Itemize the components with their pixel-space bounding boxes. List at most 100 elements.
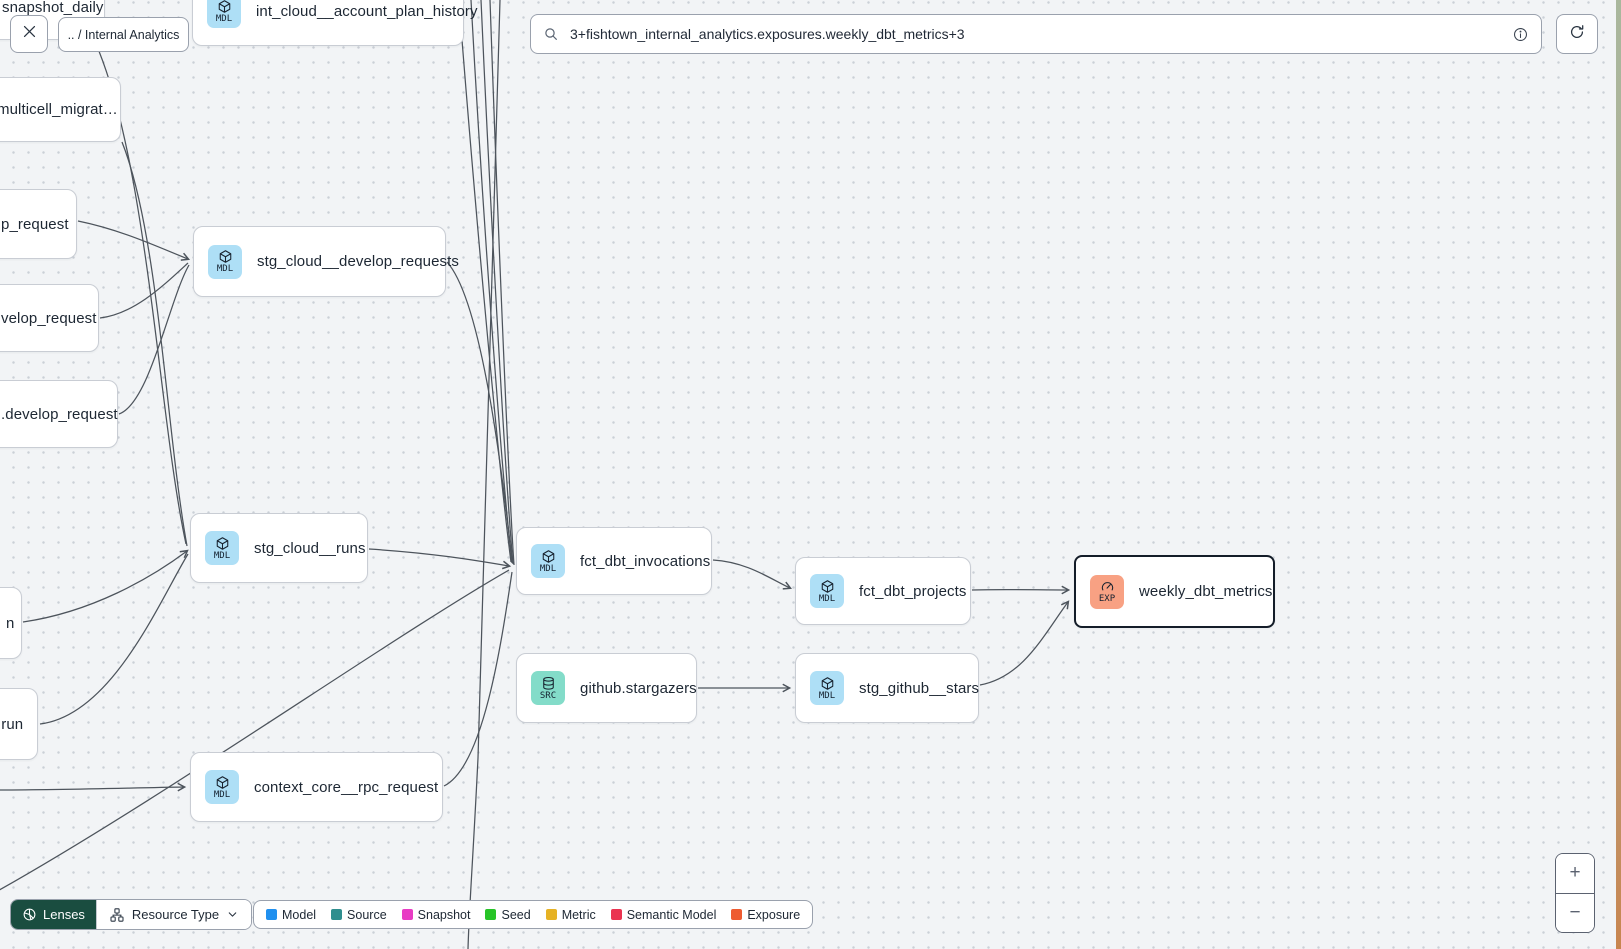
search-input[interactable] <box>568 25 1503 43</box>
node-label: stg_cloud__develop_requests <box>257 253 460 270</box>
refresh-icon <box>1568 23 1586 46</box>
legend-item-model: Model <box>266 908 316 922</box>
model-badge: MDL <box>810 671 844 705</box>
legend-label: Exposure <box>747 907 801 922</box>
exposure-badge: EXP <box>1090 574 1124 609</box>
close-button[interactable] <box>10 15 48 53</box>
node-develop_request_1[interactable]: p_request <box>0 189 77 259</box>
node-label: fct_dbt_invocations <box>580 552 711 570</box>
resource-type-button[interactable]: Resource Type <box>95 900 252 929</box>
legend-label: Snapshot <box>417 907 471 922</box>
chevron-down-icon <box>226 908 239 921</box>
legend-swatch <box>266 909 277 920</box>
badge-label: MDL <box>539 563 557 574</box>
legend-item-seed: Seed <box>485 907 531 922</box>
legend-item-snapshot: Snapshot <box>401 907 471 922</box>
legend-swatch <box>401 909 413 920</box>
model-icon <box>541 549 556 564</box>
node-label: int_cloud__account_plan_history <box>256 2 478 20</box>
node-label: weekly_dbt_metrics <box>1139 583 1273 600</box>
info-icon[interactable] <box>1512 26 1529 43</box>
node-weekly_dbt_metrics[interactable]: EXP weekly_dbt_metrics <box>1074 555 1275 628</box>
node-label: .run <box>0 715 24 733</box>
node-label: p_request <box>1 215 69 233</box>
search-bar <box>530 14 1542 54</box>
exposure-icon <box>1100 579 1115 594</box>
model-icon <box>215 775 230 790</box>
badge-label: MDL <box>216 264 234 274</box>
zoom-controls: + − <box>1555 853 1595 933</box>
lenses-label: Lenses <box>43 907 85 922</box>
model-badge: MDL <box>810 574 844 608</box>
model-icon <box>820 676 835 691</box>
legend-label: Semantic Model <box>626 907 717 922</box>
source-badge: SRC <box>531 671 565 705</box>
zoom-in-button[interactable]: + <box>1556 854 1594 894</box>
badge-label: SRC <box>539 690 557 701</box>
legend-label: Source <box>347 907 387 922</box>
node-develop_request_2[interactable]: velop_request <box>0 284 99 352</box>
node-label: velop_request <box>1 309 97 327</box>
desktop-edge-strip <box>1616 0 1621 949</box>
node-stg_github__stars[interactable]: MDL stg_github__stars <box>795 653 979 723</box>
model-badge: MDL <box>208 244 242 279</box>
node-label: stg_cloud__runs <box>254 539 366 557</box>
node-int_cloud__account_plan_history[interactable]: MDL int_cloud__account_plan_history <box>192 0 477 46</box>
node-fct_dbt_invocations[interactable]: MDL fct_dbt_invocations <box>516 527 712 595</box>
close-icon <box>21 23 38 45</box>
node-label: stg_github__stars <box>859 679 980 697</box>
node-stg_cloud__runs[interactable]: MDL stg_cloud__runs <box>190 513 368 583</box>
legend-swatch <box>731 909 743 920</box>
node-stg_cloud__develop_requests[interactable]: MDL stg_cloud__develop_requests <box>193 226 459 297</box>
legend-item-semantic-model: Semantic Model <box>610 907 717 922</box>
node-multicell_migration[interactable]: multicell_migrat… <box>0 77 121 142</box>
node-develop_request_3[interactable]: .develop_request <box>0 380 118 448</box>
model-icon <box>820 579 835 594</box>
legend-item-metric: Metric <box>545 908 596 922</box>
model-icon <box>217 0 232 14</box>
breadcrumb[interactable]: .. / Internal Analytics <box>58 17 189 52</box>
lenses-button[interactable]: Lenses <box>11 900 96 929</box>
badge-label: MDL <box>215 13 233 24</box>
legend-label: Model <box>282 907 317 922</box>
model-badge: MDL <box>205 531 239 565</box>
node-context_core__rpc_request[interactable]: MDL context_core__rpc_request <box>190 752 443 822</box>
node-label: fct_dbt_projects <box>859 582 967 600</box>
refresh-button[interactable] <box>1556 14 1598 54</box>
badge-label: MDL <box>818 593 836 604</box>
node-label: .develop_request <box>1 405 118 423</box>
node-label: github.stargazers <box>580 679 697 697</box>
resource-type-label: Resource Type <box>131 907 220 922</box>
breadcrumb-label: .. / Internal Analytics <box>67 27 180 42</box>
legend-swatch <box>485 909 497 920</box>
badge-label: MDL <box>818 690 836 701</box>
node-label: context_core__rpc_request <box>254 778 439 796</box>
search-icon <box>543 26 559 42</box>
legend-swatch <box>610 909 622 920</box>
model-badge: MDL <box>531 544 565 578</box>
model-icon <box>215 536 230 551</box>
badge-label: MDL <box>213 550 231 561</box>
legend-swatch <box>331 909 343 920</box>
node-github.stargazers[interactable]: SRC github.stargazers <box>516 653 697 723</box>
lens-toolbar: Lenses Resource Type <box>10 899 253 930</box>
lens-icon <box>22 907 37 922</box>
node-label: n <box>6 614 15 632</box>
model-badge: MDL <box>205 770 239 804</box>
resource-type-legend: Model Source Snapshot Seed Metric Semantic Mo… <box>253 900 814 929</box>
badge-label: MDL <box>213 789 231 800</box>
legend-swatch <box>545 909 557 920</box>
legend-item-source: Source <box>331 908 387 922</box>
node-left_run[interactable]: .run <box>0 688 38 760</box>
node-left_n[interactable]: n <box>0 587 22 659</box>
node-fct_dbt_projects[interactable]: MDL fct_dbt_projects <box>795 557 971 625</box>
source-icon <box>541 676 556 691</box>
legend-item-exposure: Exposure <box>731 908 800 922</box>
model-badge: MDL <box>207 0 241 28</box>
model-icon <box>218 249 233 264</box>
badge-label: EXP <box>1098 594 1116 604</box>
legend-label: Seed <box>501 907 531 922</box>
node-label: snapshot_daily <box>2 0 104 16</box>
zoom-out-button[interactable]: − <box>1556 893 1594 932</box>
sitemap-icon <box>109 907 125 923</box>
